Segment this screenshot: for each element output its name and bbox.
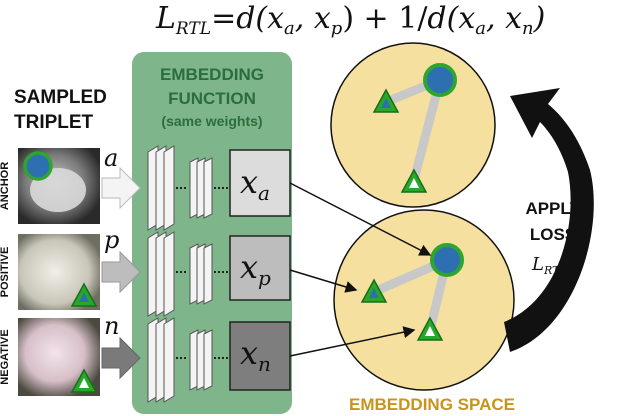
row-anchor: ANCHOR a xa — [0, 144, 291, 231]
apply-loss-line1: APPLY — [525, 199, 581, 218]
negative-input-arrow — [101, 336, 141, 380]
positive-embedding-label: xp — [240, 248, 271, 290]
top-link-neg — [409, 75, 445, 185]
top-positive-inner — [381, 98, 391, 108]
anchor-layer2c — [203, 157, 213, 219]
positive-layer1c — [163, 231, 175, 317]
negative-layer1c — [163, 317, 175, 403]
embedding-function-line3: (same weights) — [161, 113, 262, 129]
anchor-embedding-label: xa — [240, 163, 270, 205]
anchor-layer1c — [163, 145, 175, 231]
embedding-function-line1: EMBEDDING — [160, 65, 264, 84]
row-positive: POSITIVE p xp — [0, 226, 291, 317]
positive-marker-inner — [79, 292, 89, 302]
bottom-positive-inner — [369, 288, 379, 298]
bottom-negative-inner — [425, 326, 435, 336]
row-negative: NEGATIVE n xn — [0, 312, 291, 403]
negative-layer2c — [203, 329, 213, 391]
negative-embedding-label: xn — [240, 334, 271, 376]
positive-input-arrow — [101, 250, 141, 294]
negative-var: n — [104, 312, 119, 340]
positive-var: p — [104, 226, 119, 254]
sampled-label-line2: TRIPLET — [14, 112, 94, 133]
negative-mapping-arrow — [289, 326, 416, 357]
anchor-var: a — [104, 144, 118, 172]
negative-side-label: NEGATIVE — [0, 329, 11, 384]
anchor-side-label: ANCHOR — [0, 162, 11, 210]
sampled-label-line1: SAMPLED — [14, 87, 107, 108]
embedding-space-label: EMBEDDING SPACE — [349, 395, 515, 414]
positive-embedding-box — [229, 235, 291, 301]
apply-loss-arrow — [504, 88, 594, 352]
anchor-input-arrow — [101, 166, 141, 210]
embedding-function-line2: FUNCTION — [168, 89, 256, 108]
embedding-space-before — [333, 209, 515, 391]
embedding-space-after — [330, 42, 496, 208]
negative-marker-inner — [79, 378, 89, 388]
positive-layer2c — [203, 243, 213, 305]
top-anchor-icon — [423, 63, 457, 97]
negative-embedding-box — [229, 321, 291, 391]
anchor-mapping-arrow — [289, 182, 432, 256]
apply-loss-line2: LOSS — [530, 225, 576, 244]
formula: LRTL=d(xa, xp) + 1/d(xa, xn) — [155, 1, 545, 39]
apply-loss-formula: LRTL — [531, 254, 567, 277]
bottom-anchor-icon — [430, 243, 464, 277]
anchor-marker-icon — [23, 151, 53, 181]
anchor-embedding-box — [229, 149, 291, 217]
top-negative-inner — [409, 178, 419, 188]
embedding-space-bottom-circle — [333, 209, 515, 391]
positive-mapping-arrow — [289, 269, 358, 293]
positive-side-label: POSITIVE — [0, 247, 11, 298]
